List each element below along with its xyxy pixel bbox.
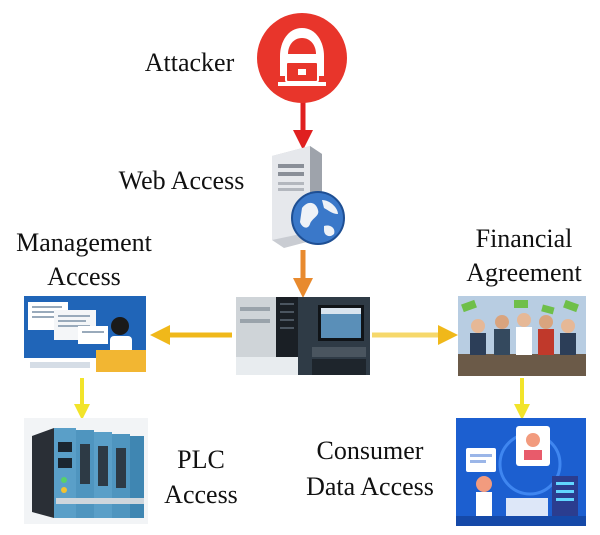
management-node xyxy=(24,296,146,372)
plc-node xyxy=(24,418,148,524)
office-worker-icon xyxy=(24,296,146,372)
management-label-line2: Access xyxy=(47,262,121,291)
plc-modules-icon xyxy=(24,418,148,524)
server-globe-icon xyxy=(272,146,345,248)
financial-label-line2: Agreement xyxy=(466,258,582,287)
server-rack-monitor-icon xyxy=(236,297,370,375)
hooded-hacker-icon xyxy=(257,13,347,103)
financial-label-line1: Financial xyxy=(475,224,573,253)
attacker-label: Attacker xyxy=(144,48,235,77)
control-room-node xyxy=(236,297,370,375)
consumer-label-line2: Data Access xyxy=(306,472,434,501)
celebrating-people-money-icon xyxy=(458,296,586,376)
consumer-label-line1: Consumer xyxy=(316,436,424,465)
web-server-node xyxy=(258,142,350,250)
plc-label-line1: PLC xyxy=(177,445,225,474)
user-data-dashboard-icon xyxy=(456,418,586,526)
web-access-label: Web Access xyxy=(118,166,245,195)
financial-node xyxy=(458,296,586,376)
plc-label-line2: Access xyxy=(164,480,238,509)
management-label-line1: Management xyxy=(16,228,152,257)
attacker-node xyxy=(252,12,352,104)
consumer-data-node xyxy=(456,418,586,526)
